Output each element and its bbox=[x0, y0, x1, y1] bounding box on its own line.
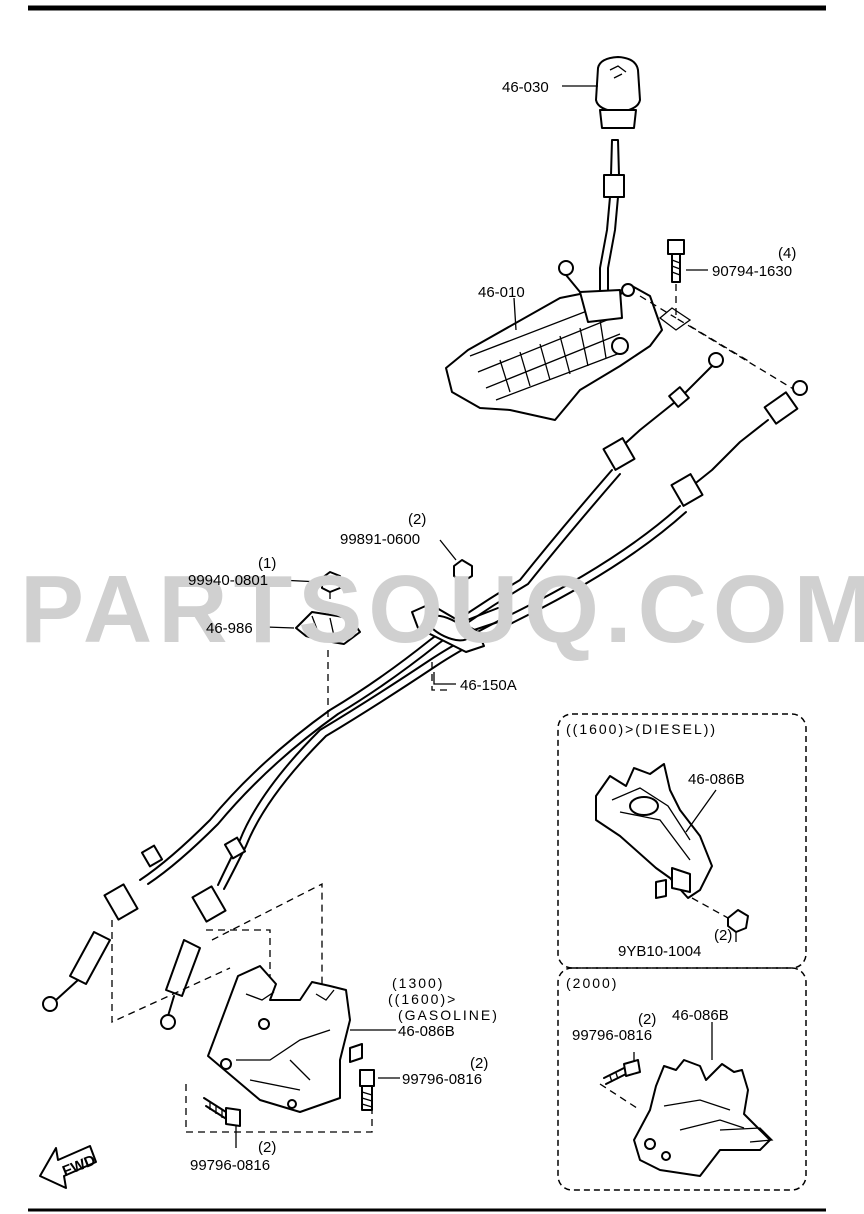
bracket-bolt-right[interactable] bbox=[359, 1069, 375, 1111]
label-cable-nut: 99891-0600 bbox=[340, 531, 420, 548]
variant-line-2: ((1600)> bbox=[388, 991, 457, 1007]
inset-2000-part: 46-086B bbox=[672, 1007, 729, 1024]
shift-lever-housing[interactable] bbox=[445, 260, 692, 421]
lever-bolt[interactable] bbox=[667, 239, 685, 283]
fwd-arrow: FWD bbox=[39, 1145, 98, 1189]
bracket-main[interactable] bbox=[207, 965, 363, 1113]
variant-line-1: (1300) bbox=[392, 975, 444, 991]
cable-nut[interactable] bbox=[453, 559, 473, 583]
bracket-2000[interactable] bbox=[633, 1059, 774, 1177]
watermark: PARTSOUQ.COM bbox=[20, 556, 864, 663]
qty-lever-bolt: (4) bbox=[778, 245, 796, 262]
qty-bracket-bolt-right: (2) bbox=[470, 1055, 488, 1072]
label-bracket-bolt-bottom: 99796-0816 bbox=[190, 1157, 270, 1174]
qty-cable-nut: (2) bbox=[408, 511, 426, 528]
label-lever-bolt: 90794-1630 bbox=[712, 263, 792, 280]
inset-diesel-nut-number: 9YB10-1004 bbox=[618, 943, 701, 960]
qty-bracket-bolt-bottom: (2) bbox=[258, 1139, 276, 1156]
diesel-nut[interactable] bbox=[727, 909, 749, 933]
label-clip-nut: 99940-0801 bbox=[188, 572, 268, 589]
clip[interactable] bbox=[295, 611, 361, 645]
label-cable: 46-150A bbox=[460, 677, 517, 694]
bolt-2000[interactable] bbox=[603, 1059, 641, 1085]
bracket-bolt-bottom[interactable] bbox=[203, 1097, 241, 1127]
label-bracket-bolt-right: 99796-0816 bbox=[402, 1071, 482, 1088]
shift-rod bbox=[599, 139, 625, 299]
label-bracket-main: 46-086B bbox=[398, 1023, 455, 1040]
inset-diesel-nut-qty: (2) bbox=[714, 927, 732, 944]
label-shift-lever: 46-010 bbox=[478, 284, 525, 301]
inset-2000-header: (2000) bbox=[566, 975, 618, 991]
clip-nut[interactable] bbox=[321, 571, 341, 593]
inset-diesel-part: 46-086B bbox=[688, 771, 745, 788]
variant-line-3: (GASOLINE) bbox=[398, 1007, 499, 1023]
shift-cable-assembly[interactable] bbox=[42, 352, 808, 1030]
label-knob: 46-030 bbox=[502, 79, 549, 96]
qty-clip-nut: (1) bbox=[258, 555, 276, 572]
label-clip: 46-986 bbox=[206, 620, 253, 637]
inset-2000-bolt-number: 99796-0816 bbox=[572, 1027, 652, 1044]
inset-diesel-box bbox=[557, 713, 807, 969]
inset-diesel-header: ((1600)>(DIESEL)) bbox=[566, 721, 717, 737]
inset-2000-box bbox=[557, 967, 807, 1191]
shift-knob[interactable] bbox=[595, 56, 641, 129]
inset-2000-bolt-qty: (2) bbox=[638, 1011, 656, 1028]
bracket-diesel[interactable] bbox=[595, 763, 713, 899]
